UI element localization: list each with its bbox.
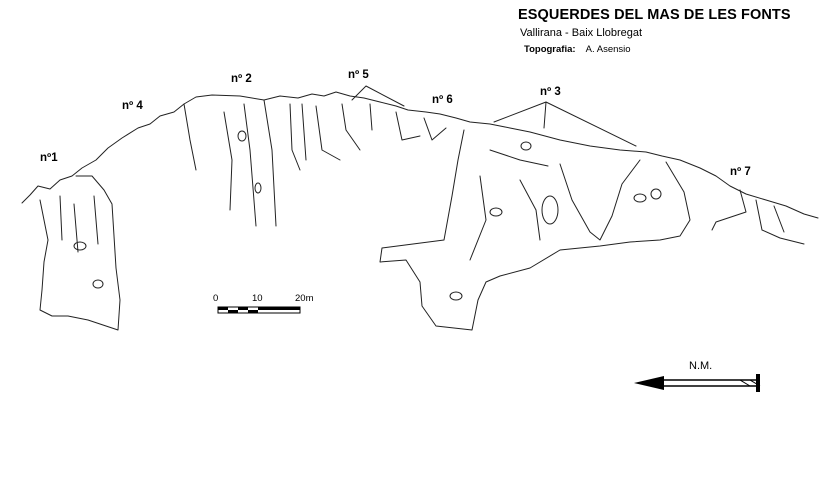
scale-bar xyxy=(217,306,301,314)
topography-label: Topografia: xyxy=(524,44,576,55)
rock-hole xyxy=(237,130,247,142)
sector-label-4: nº 4 xyxy=(122,100,143,112)
rock-hole xyxy=(449,291,463,301)
sector-5-6-detail xyxy=(341,103,447,151)
map-location: Vallirana - Baix Llobregat xyxy=(520,27,643,39)
map-credit: Topografia: A. Asensio xyxy=(524,44,631,55)
sector-7-detail xyxy=(711,189,805,245)
north-arrow xyxy=(634,374,761,392)
rock-hole xyxy=(489,207,503,217)
rock-hole xyxy=(520,141,532,151)
sector-label-5: nº 5 xyxy=(348,69,369,81)
sector-1-detail xyxy=(59,195,99,253)
rock-hole xyxy=(92,279,104,289)
topography-author: A. Asensio xyxy=(585,44,631,55)
scale-label-20m: 20m xyxy=(295,293,314,304)
rock-hole xyxy=(254,182,262,194)
map-title: ESQUERDES DEL MAS DE LES FONTS xyxy=(518,7,791,23)
sector-label-6: nº 6 xyxy=(432,94,453,106)
scale-label-10: 10 xyxy=(252,293,263,304)
sector-1-block xyxy=(39,175,121,331)
rock-hole xyxy=(541,195,559,225)
sector-2-pillars xyxy=(183,99,341,227)
rock-hole xyxy=(650,188,662,200)
crest-outline xyxy=(21,91,819,219)
rock-hole xyxy=(73,241,87,251)
leader-sector-3 xyxy=(493,101,637,147)
sector-3-detail xyxy=(469,149,641,261)
sector-3-block xyxy=(379,129,691,331)
sector-label-3: nº 3 xyxy=(540,86,561,98)
leader-sector-5 xyxy=(351,85,405,107)
sector-label-1: nº1 xyxy=(40,152,58,164)
sector-label-7: nº 7 xyxy=(730,166,751,178)
sector-label-2: nº 2 xyxy=(231,73,252,85)
magnetic-north-label: N.M. xyxy=(689,360,713,372)
scale-label-0: 0 xyxy=(213,293,219,304)
rock-hole xyxy=(633,193,647,203)
